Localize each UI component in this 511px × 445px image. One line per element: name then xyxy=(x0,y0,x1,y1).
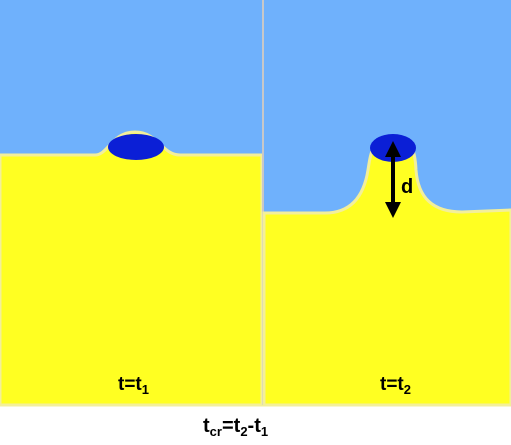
panel-left: t=t1 xyxy=(0,0,264,407)
distance-arrow xyxy=(385,141,401,218)
distance-arrow-head-up xyxy=(385,141,401,157)
left-time-label: t=t1 xyxy=(118,374,149,397)
left-droplet xyxy=(108,134,164,160)
panel-right: d t=t2 xyxy=(262,0,511,407)
distance-arrow-head-down xyxy=(385,202,401,218)
right-time-label: t=t2 xyxy=(380,374,411,397)
distance-label: d xyxy=(401,176,413,198)
left-lower-liquid xyxy=(0,130,264,407)
panel-divider xyxy=(262,0,264,405)
caption-equation: tcr=t2-t1 xyxy=(203,415,268,439)
